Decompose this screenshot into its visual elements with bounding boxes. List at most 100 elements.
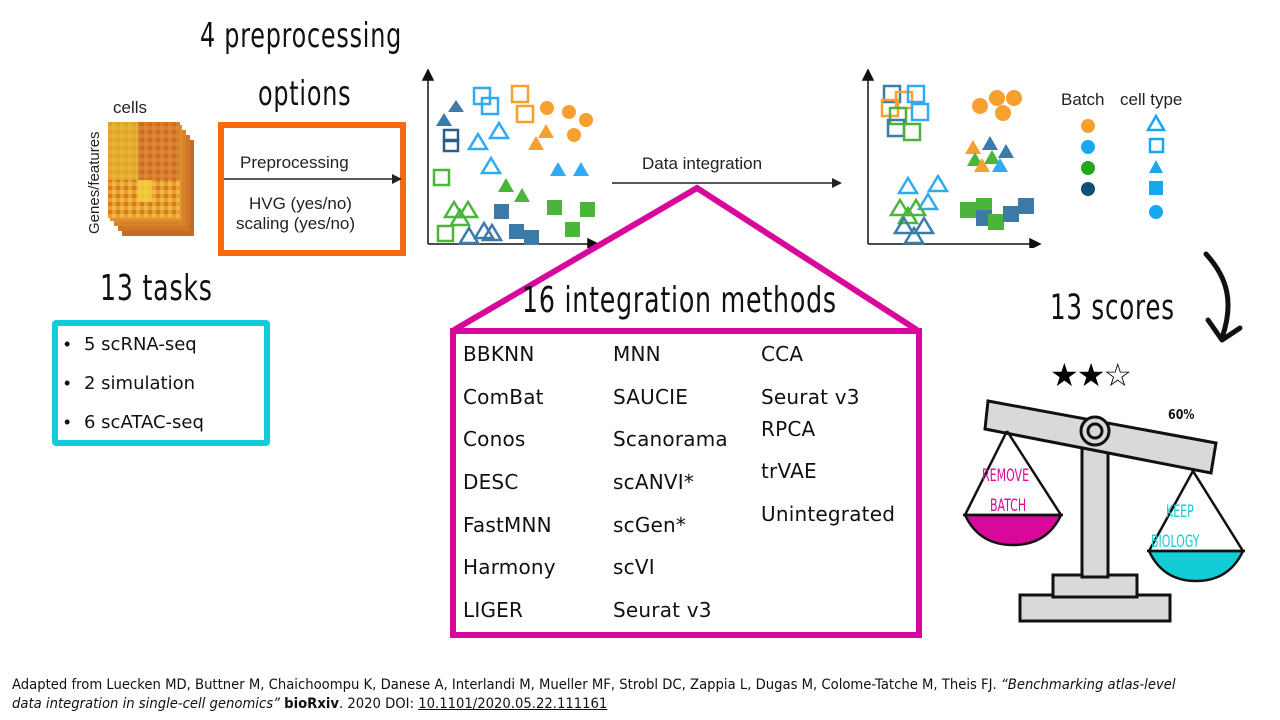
batch-color-orange <box>1081 119 1095 133</box>
legend-batch-title: Batch <box>1061 90 1105 109</box>
method-item: MNN <box>613 342 661 366</box>
data-integration-arrow <box>612 178 842 188</box>
point <box>888 197 912 217</box>
remove-batch-label-line1: REMOVE <box>982 466 1030 486</box>
point <box>442 138 460 153</box>
point <box>528 136 544 150</box>
legend-cell-type-title: cell type <box>1120 90 1183 109</box>
batch-color-lightblue <box>1081 140 1095 154</box>
point <box>998 144 1014 158</box>
cells-label: cells <box>113 98 148 117</box>
point <box>906 84 926 104</box>
point <box>565 222 580 237</box>
method-item: trVAE <box>761 459 817 483</box>
method-item: Seurat v3 <box>761 385 860 409</box>
point <box>487 120 511 140</box>
point <box>902 122 922 142</box>
citation: Adapted from Luecken MD, Buttner M, Chai… <box>12 676 1184 714</box>
point <box>550 162 566 176</box>
method-item: scGen* <box>613 513 687 537</box>
method-item: LIGER <box>463 598 524 622</box>
task-item: 5 scRNA-seq <box>84 334 197 355</box>
celltype-triangle-outline <box>1145 113 1167 132</box>
hvg-option: HVG (yes/no) <box>249 194 352 213</box>
scatter-after-integration <box>861 68 1042 248</box>
scale-base <box>1018 593 1172 623</box>
point <box>926 173 950 193</box>
method-item: CCA <box>761 342 804 366</box>
point <box>988 214 1004 230</box>
method-item: SAUCIE <box>613 385 689 409</box>
preprocessing-title-line2: options <box>258 74 352 114</box>
point <box>456 199 480 219</box>
method-item: RPCA <box>761 417 816 441</box>
bullet: • <box>64 334 71 354</box>
bullet: • <box>64 373 71 393</box>
point <box>442 199 466 219</box>
point <box>888 106 908 126</box>
keep-biology-label-line1: KEEP <box>1166 502 1194 522</box>
point <box>984 150 1000 164</box>
point <box>509 224 524 239</box>
point <box>494 204 509 219</box>
methods-title: 16 integration methods <box>522 280 837 321</box>
point <box>910 102 930 122</box>
point <box>892 215 916 235</box>
point <box>479 155 503 175</box>
bullet: • <box>64 412 71 432</box>
celltype-circle-filled <box>1149 205 1163 219</box>
point <box>989 90 1005 106</box>
preprocessing-label: Preprocessing <box>240 153 349 172</box>
preprocessing-arrow <box>224 174 402 184</box>
point <box>579 113 593 127</box>
point <box>540 101 554 115</box>
data-integration-label: Data integration <box>642 154 763 173</box>
tasks-box <box>52 320 270 446</box>
point <box>992 158 1008 172</box>
celltype-triangle-filled <box>1149 160 1163 173</box>
task-item: 6 scATAC-seq <box>84 412 204 433</box>
point <box>480 96 500 116</box>
keep-biology-label-line2: BIOLOGY <box>1151 532 1200 552</box>
point <box>967 152 983 166</box>
point <box>538 124 554 138</box>
star-filled-icon: ★ <box>1076 357 1106 393</box>
point <box>916 191 940 211</box>
citation-journal: bioRxiv <box>284 696 339 712</box>
point <box>882 84 902 104</box>
preprocessing-box <box>218 122 406 256</box>
point <box>498 178 514 192</box>
method-item: FastMNN <box>463 513 552 537</box>
method-item: BBKNN <box>463 342 535 366</box>
method-item: scANVI* <box>613 470 695 494</box>
point <box>436 224 455 243</box>
point <box>995 105 1011 121</box>
point <box>448 207 472 227</box>
remove-batch-label-line2: BATCH <box>990 496 1027 516</box>
scatter-before-integration <box>421 68 600 248</box>
method-item: Unintegrated <box>761 502 896 526</box>
method-item: Scanorama <box>613 427 728 451</box>
point <box>562 105 576 119</box>
keep-biology-pan <box>1147 549 1245 583</box>
point <box>1018 198 1034 214</box>
point <box>480 222 504 242</box>
point <box>432 168 451 187</box>
point <box>567 128 581 142</box>
method-item: Seurat v3 <box>613 598 712 622</box>
citation-doi-link[interactable]: 10.1101/2020.05.22.111161 <box>418 696 608 712</box>
point <box>573 162 589 176</box>
methods-box <box>450 328 922 638</box>
point <box>904 197 928 217</box>
remove-batch-pan <box>963 513 1063 547</box>
rating-stars: ★★☆ <box>1050 356 1132 394</box>
citation-authors: Adapted from Luecken MD, Buttner M, Chai… <box>12 677 1001 693</box>
point <box>448 100 464 112</box>
scaling-option: scaling (yes/no) <box>236 214 356 233</box>
before-points <box>432 84 595 245</box>
point <box>960 202 976 218</box>
genes-features-label: Genes/features <box>86 131 103 234</box>
method-item: Conos <box>463 427 526 451</box>
expression-matrix-stack <box>108 122 194 236</box>
celltype-square-outline <box>1148 137 1165 154</box>
